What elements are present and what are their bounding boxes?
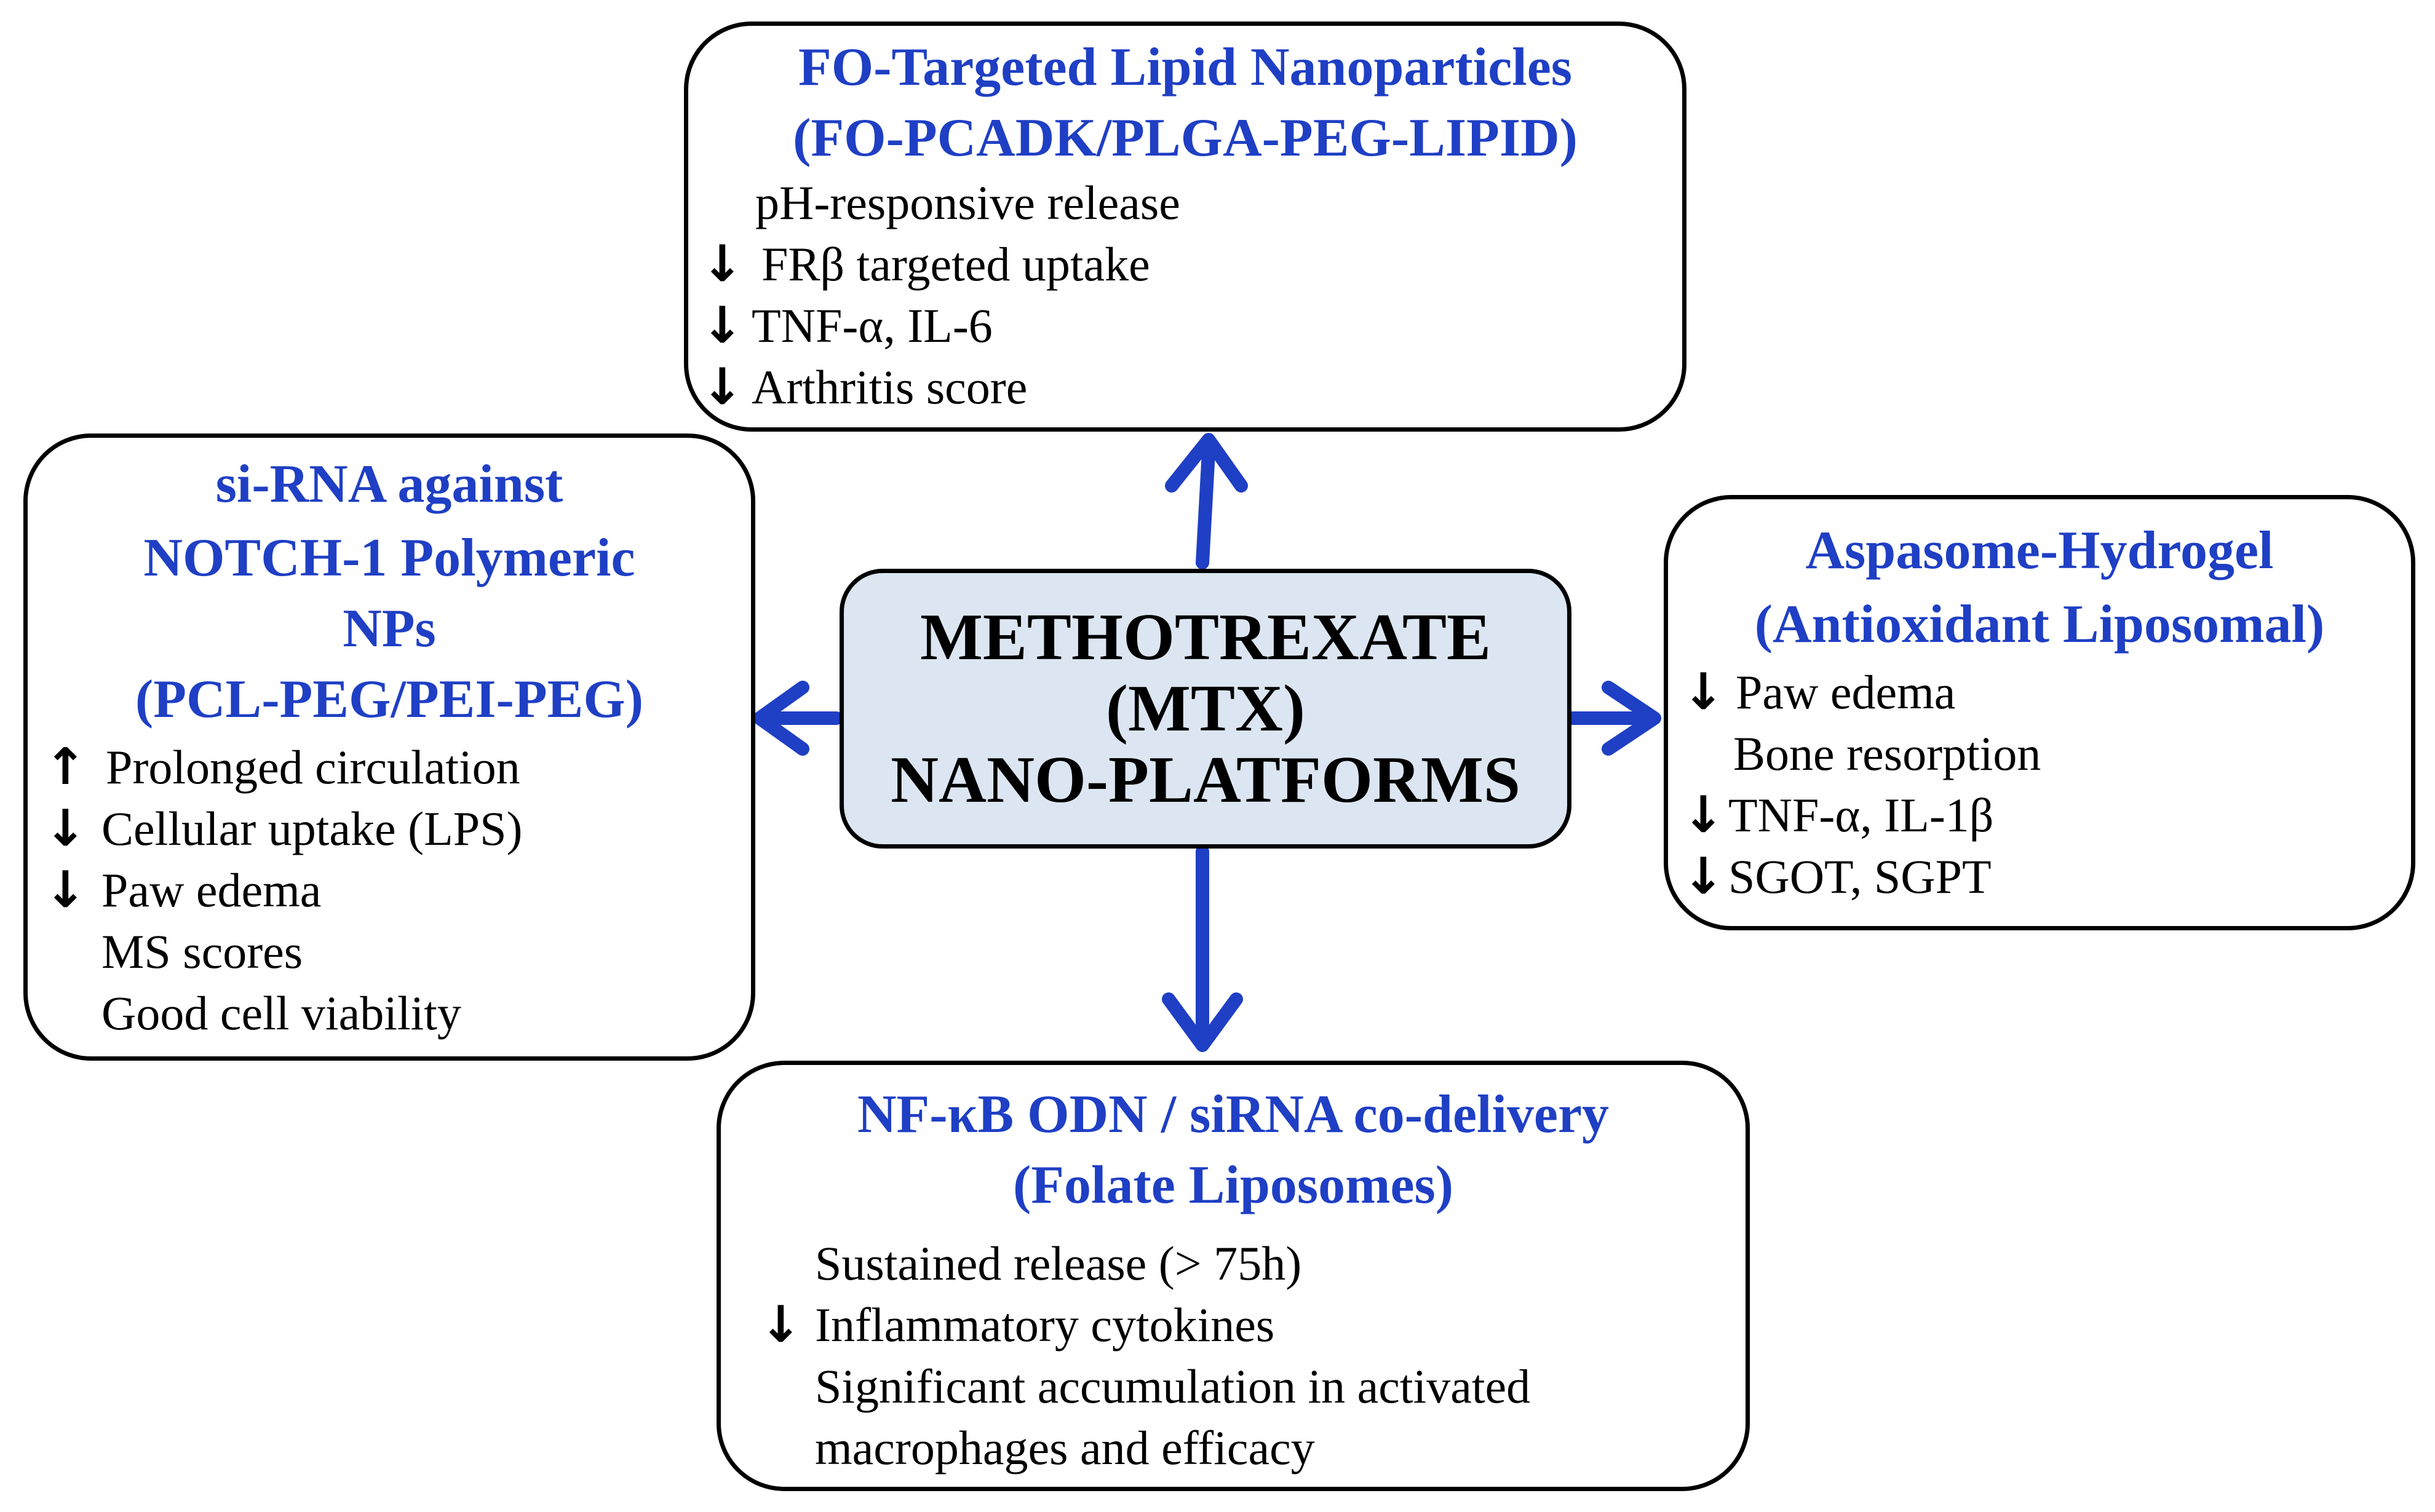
bottom-title-line-2: (Folate Liposomes) bbox=[1012, 1155, 1454, 1215]
left-box bbox=[23, 433, 755, 1061]
center-line-3: NANO-PLATFORMS bbox=[891, 743, 1520, 817]
left-title-line-1: si-RNA against bbox=[215, 454, 563, 514]
top-marker-4: ↓ bbox=[701, 358, 744, 416]
top-item-2: FRβ targeted uptake bbox=[761, 237, 1150, 291]
bottom-item-3: Significant accumulation in activated bbox=[815, 1360, 1531, 1413]
bottom-marker-2: ↓ bbox=[760, 1296, 802, 1354]
left-item-2: Cellular uptake (LPS) bbox=[101, 802, 523, 855]
top-item-4: Arthritis score bbox=[752, 360, 1028, 414]
bottom-item-4: macrophages and efficacy bbox=[815, 1421, 1315, 1474]
center-line-1: METHOTREXATE bbox=[920, 600, 1492, 674]
arrow-right-head bbox=[1602, 681, 1661, 756]
right-title-line-1: Aspasome-Hydrogel bbox=[1805, 521, 2274, 580]
left-marker-2: ↓ bbox=[44, 799, 87, 858]
left-item-4: MS scores bbox=[101, 925, 303, 978]
top-marker-2: ↓ bbox=[701, 235, 744, 293]
top-box bbox=[684, 22, 1686, 432]
left-title-line-4: (PCL-PEG/PEI-PEG) bbox=[135, 670, 644, 729]
bottom-item-1: Sustained release (> 75h) bbox=[815, 1237, 1302, 1290]
right-box bbox=[1664, 495, 2415, 930]
right-title-line-2: (Antioxidant Liposomal) bbox=[1754, 595, 2325, 654]
right-item-3: TNF-α, IL-1β bbox=[1728, 788, 1994, 842]
bottom-item-2: Inflammatory cytokines bbox=[815, 1298, 1275, 1352]
right-item-4: SGOT, SGPT bbox=[1728, 850, 1992, 903]
bottom-box bbox=[717, 1061, 1750, 1491]
top-item-3: TNF-α, IL-6 bbox=[752, 299, 993, 352]
right-marker-3: ↓ bbox=[1682, 786, 1725, 844]
center-box: METHOTREXATE (MTX) NANO-PLATFORMS bbox=[840, 569, 1571, 849]
left-title-line-2: NOTCH-1 Polymeric bbox=[143, 528, 635, 588]
arrow-up bbox=[1196, 445, 1215, 569]
left-item-5: Good cell viability bbox=[101, 986, 461, 1040]
arrow-down-head bbox=[1162, 992, 1243, 1052]
center-line-2: (MTX) bbox=[1106, 671, 1305, 745]
bottom-title-line-1: NF-κB ODN / siRNA co-delivery bbox=[857, 1085, 1610, 1144]
left-item-1: Prolonged circulation bbox=[106, 740, 520, 794]
arrow-left-head bbox=[753, 681, 809, 756]
left-title-line-3: NPs bbox=[343, 599, 436, 659]
left-marker-1: ↑ bbox=[44, 738, 87, 796]
right-marker-1: ↓ bbox=[1682, 663, 1725, 721]
left-item-3: Paw edema bbox=[101, 863, 322, 917]
right-marker-4: ↓ bbox=[1682, 847, 1725, 906]
top-title-line-2: (FO-PCADK/PLGA-PEG-LIPID) bbox=[793, 108, 1578, 168]
top-item-1: pH-responsive release bbox=[755, 176, 1180, 229]
right-item-2: Bone resorption bbox=[1733, 727, 2041, 780]
arrow-up-head bbox=[1165, 433, 1248, 493]
left-marker-3: ↓ bbox=[44, 861, 87, 919]
top-title-line-1: FO-Targeted Lipid Nanoparticles bbox=[798, 38, 1573, 97]
top-marker-3: ↓ bbox=[701, 296, 744, 355]
right-item-1: Paw edema bbox=[1736, 665, 1956, 719]
